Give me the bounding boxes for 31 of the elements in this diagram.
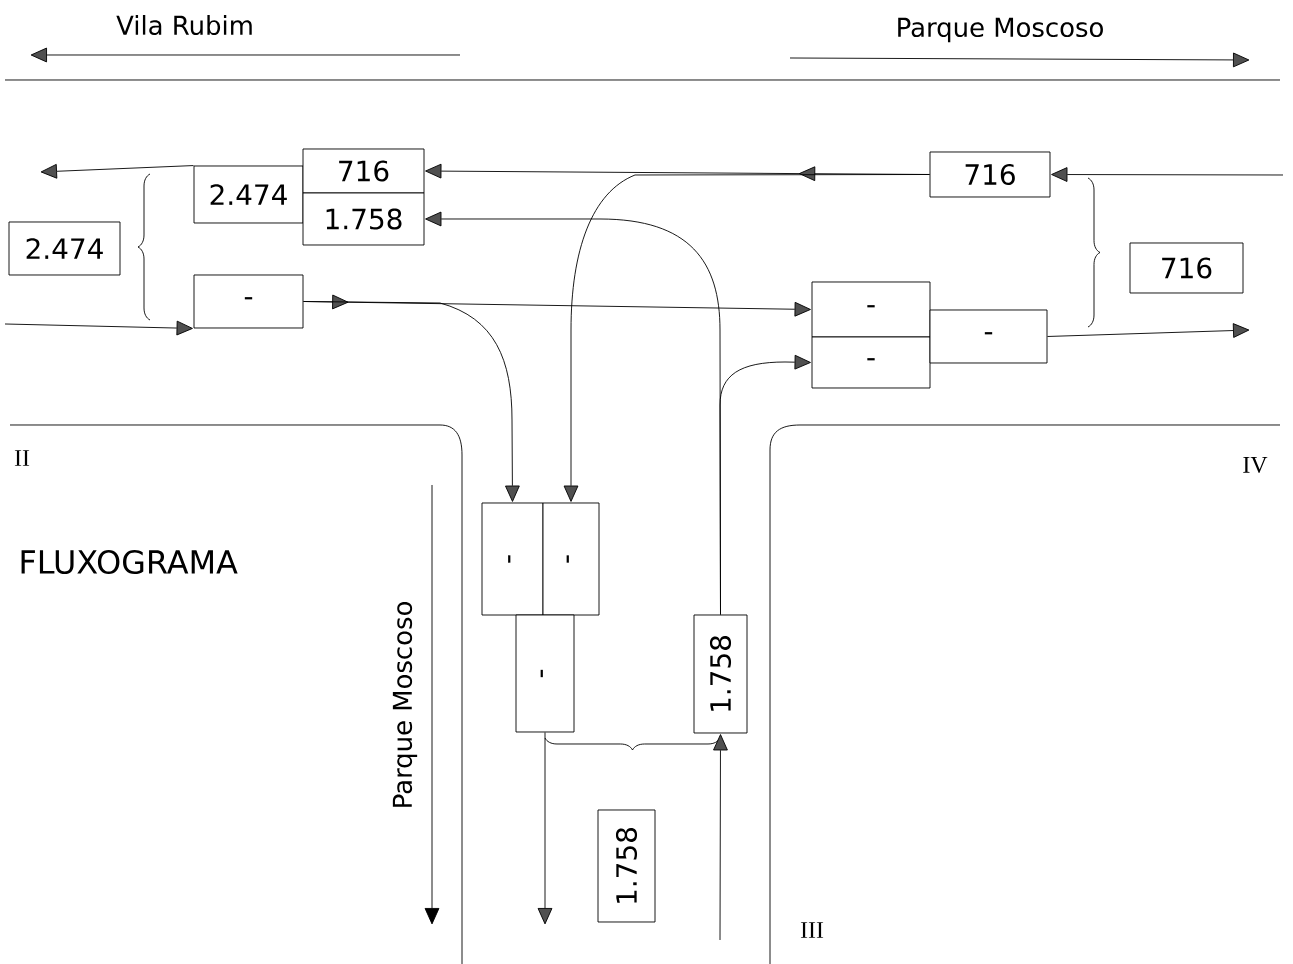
arrow [719,354,811,615]
flow-box: - [515,614,575,733]
arrow [1051,167,1284,182]
flow-box: 2.474 [193,165,304,224]
flow-box: - [811,281,931,338]
approach-number: II [14,450,30,466]
flow-box: 2.474 [8,221,121,276]
flow-box: 1.758 [302,192,425,246]
street-name: Parque Moscoso [392,602,418,807]
street-name: Parque Moscoso [898,17,1103,43]
flow-box: 1.758 [597,809,656,923]
arrow [713,734,728,941]
arrow [537,732,553,925]
flow-box: 716 [929,151,1051,198]
arrow [563,174,930,502]
flow-box: - [542,502,600,616]
heading: FLUXOGRAMA [21,549,238,575]
flow-box: 716 [302,148,425,194]
flow-box: 1.758 [693,614,748,734]
flow-box: 716 [1129,242,1244,294]
approach-number: IV [1243,457,1268,473]
arrow [4,320,193,336]
flow-box: - [193,274,304,329]
arrow [40,163,194,179]
flow-box: - [929,309,1048,364]
approach-number: III [800,922,824,938]
arrow [303,301,520,502]
flow-box: - [481,502,544,616]
street-name: Vila Rubim [116,14,252,35]
flow-box: - [811,336,931,389]
arrow [1047,323,1250,338]
